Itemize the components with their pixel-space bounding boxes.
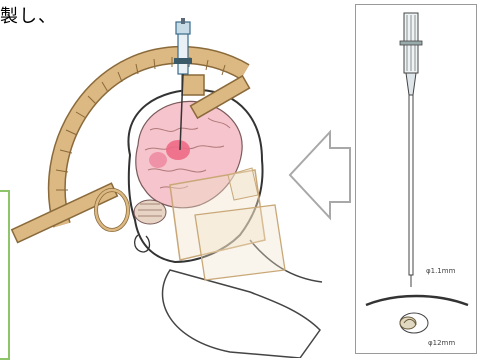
target-lesion [166,140,190,160]
syringe-body [178,32,188,74]
probe-detail-drawing [356,5,476,353]
probe-shaft [409,95,413,275]
probe-detail-panel: φ1.1mm φ12mm [355,4,477,354]
patient-body [163,270,321,358]
target-lesion-2 [149,152,167,168]
skull-section [366,296,468,305]
pointer-arrow [290,132,350,218]
shaft-diameter-label: φ1.1mm [426,267,455,275]
frame-post [182,75,204,95]
tip-diameter-label: φ12mm [428,339,455,347]
